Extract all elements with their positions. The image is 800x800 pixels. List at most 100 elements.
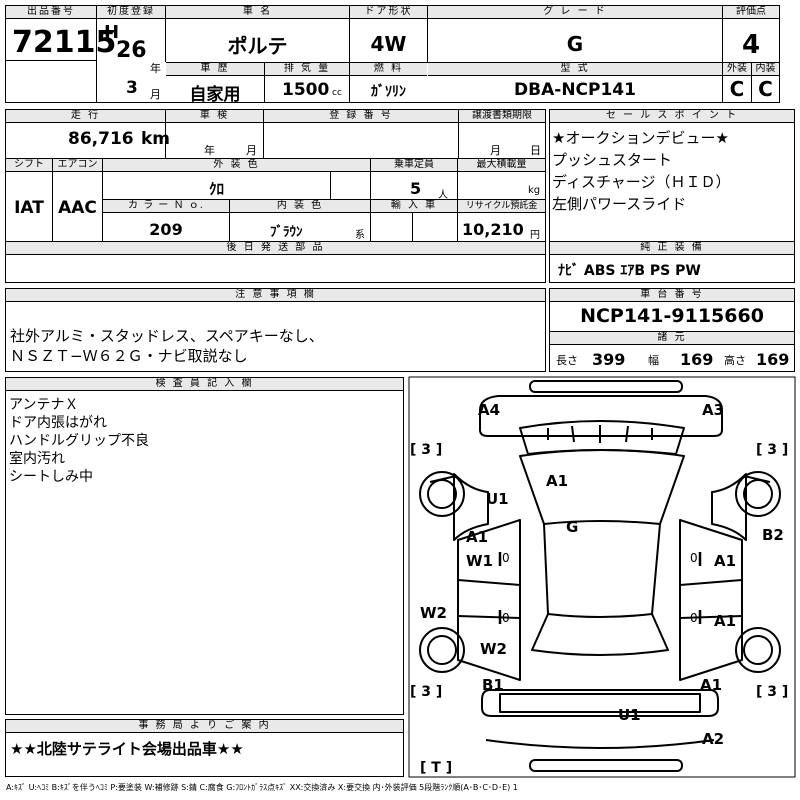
tire-rear-left: [ 3 ] (410, 684, 442, 700)
later-parts-label: 後 日 発 送 部 品 (6, 242, 545, 255)
chassis-number: NCP141-9115660 (580, 305, 764, 327)
transfer-day-unit: 日 (530, 144, 541, 157)
spec-label: 諸 元 (550, 332, 794, 345)
office-message: ★★北陸サテライト会場出品車★★ (10, 740, 244, 758)
int-color: ﾌﾞﾗｳﾝ (270, 225, 303, 240)
ext-color-label: 外 装 色 (103, 159, 370, 172)
mark-u1-bottom: U1 (618, 706, 641, 724)
notes-label: 注 意 事 項 欄 (6, 289, 545, 302)
chassis-label: 車 台 番 号 (550, 289, 794, 302)
int-color-label: 内 装 色 (230, 200, 370, 213)
lot-no: 72115 (12, 25, 117, 60)
car-name-label: 車 名 (166, 6, 349, 19)
sales-point-item: プッシュスタート (552, 151, 673, 169)
reg-month-unit: 月 (150, 88, 161, 101)
load-label: 最大積載量 (458, 159, 545, 172)
length: 399 (592, 350, 626, 369)
zero-mark: 0 (502, 611, 510, 625)
inspection-label: 車 検 (166, 110, 263, 123)
equipment: ﾅﾋﾞ ABS ｴｱB PS PW (558, 263, 701, 279)
chassis-block (549, 288, 795, 372)
mark-w2-left: W2 (420, 604, 447, 622)
equipment-label: 純 正 装 備 (550, 242, 794, 255)
model-label: 型 式 (428, 63, 722, 76)
grade-label: グ レ ー ド (428, 6, 722, 19)
aircon: AAC (58, 198, 97, 218)
mark-u1-left: U1 (486, 490, 509, 508)
load-unit: kg (528, 185, 541, 196)
mark-w1: W1 (466, 552, 493, 570)
insp-month-unit: 月 (246, 144, 257, 157)
sales-point-item: ディスチャージ（ＨＩＤ） (552, 173, 731, 191)
notes-line: 社外アルミ・スタッドレス、スペアキーなし、 (10, 327, 324, 345)
era: H (104, 22, 120, 43)
width: 169 (680, 350, 714, 369)
first-reg-label: 初度登録 (97, 6, 165, 19)
sales-point-item: 左側パワースライド (552, 195, 687, 213)
grade: G (566, 32, 584, 56)
int-grade: C (758, 77, 773, 101)
inspector-line: シートしみ中 (9, 469, 93, 485)
office-block (5, 719, 404, 777)
door-label: ドア形状 (350, 6, 427, 19)
mark-a1-left: A1 (466, 528, 488, 546)
plate-label: 登 録 番 号 (264, 110, 458, 123)
mark-a1-right-1: A1 (714, 552, 736, 570)
insp-year-unit: 年 (204, 144, 215, 157)
int-label: 内装 (752, 63, 779, 76)
mark-w2: W2 (480, 640, 507, 658)
ext-label: 外装 (723, 63, 751, 76)
mark-b1: B1 (482, 676, 504, 694)
sales-point-item: ★オークションデビュー★ (552, 129, 729, 147)
model: DBA-NCP141 (514, 80, 636, 100)
office-label: 事 務 局 よ り ご 案 内 (6, 720, 403, 733)
displacement: 1500 (282, 80, 330, 100)
inspector-line: アンテナＸ (9, 397, 79, 413)
tire-front-right: [ 3 ] (756, 442, 788, 458)
width-label: 幅 (648, 354, 659, 367)
mileage-unit: km (141, 129, 171, 149)
capacity-label: 乗車定員 (371, 159, 457, 172)
reg-year: 26 (116, 38, 147, 63)
mark-a1-right-2: A1 (714, 612, 736, 630)
mark-g: G (566, 518, 578, 536)
zero-mark: 0 (502, 551, 510, 565)
recycle-unit: 円 (530, 230, 540, 241)
sales-points-label: セ ー ル ス ポ イ ン ト (550, 110, 794, 123)
mark-a2: A2 (702, 730, 724, 748)
transfer-month-unit: 月 (490, 144, 501, 157)
fuel-label: 燃 料 (350, 63, 427, 76)
shift: IAT (14, 198, 44, 218)
tire-spare: [ T ] (420, 760, 452, 776)
mark-b2: B2 (762, 526, 784, 544)
inspector-line: ハンドルグリップ不良 (9, 433, 149, 449)
import-label: 輸 入 車 (371, 200, 457, 213)
notes-line: ＮＳＺＴ−Ｗ６２Ｇ・ナビ取説なし (10, 347, 248, 365)
capacity-unit: 人 (438, 190, 448, 201)
tire-rear-right: [ 3 ] (756, 684, 788, 700)
inspector-line: 室内汚れ (9, 451, 65, 467)
aircon-label: エアコン (53, 159, 102, 172)
mileage-label: 走 行 (6, 110, 165, 123)
mark-a1-roof: A1 (546, 472, 568, 490)
recycle-amount: 10,210 (462, 220, 524, 239)
ext-grade: C (729, 77, 745, 101)
color-no-label: カ ラ ー Ｎ ｏ. (103, 200, 229, 213)
fuel: ｶﾞｿﾘﾝ (371, 84, 406, 100)
length-label: 長さ (556, 354, 578, 367)
height-label: 高さ (724, 354, 746, 367)
displacement-unit: cc (332, 88, 342, 98)
tire-front-left: [ 3 ] (410, 442, 442, 458)
inspector-block (5, 377, 404, 715)
recycle-label: リサイクル預託金 (458, 200, 545, 213)
reg-month: 3 (126, 78, 138, 98)
mark-a4: A4 (478, 401, 500, 419)
score-label: 評価点 (723, 6, 779, 19)
details-block (5, 109, 546, 283)
reg-year-unit: 年 (150, 62, 161, 75)
mark-a1-rear: A1 (700, 676, 722, 694)
displacement-label: 排 気 量 (265, 63, 349, 76)
sales-points-block (549, 109, 795, 283)
inspector-line: ドア内張はがれ (9, 415, 107, 431)
